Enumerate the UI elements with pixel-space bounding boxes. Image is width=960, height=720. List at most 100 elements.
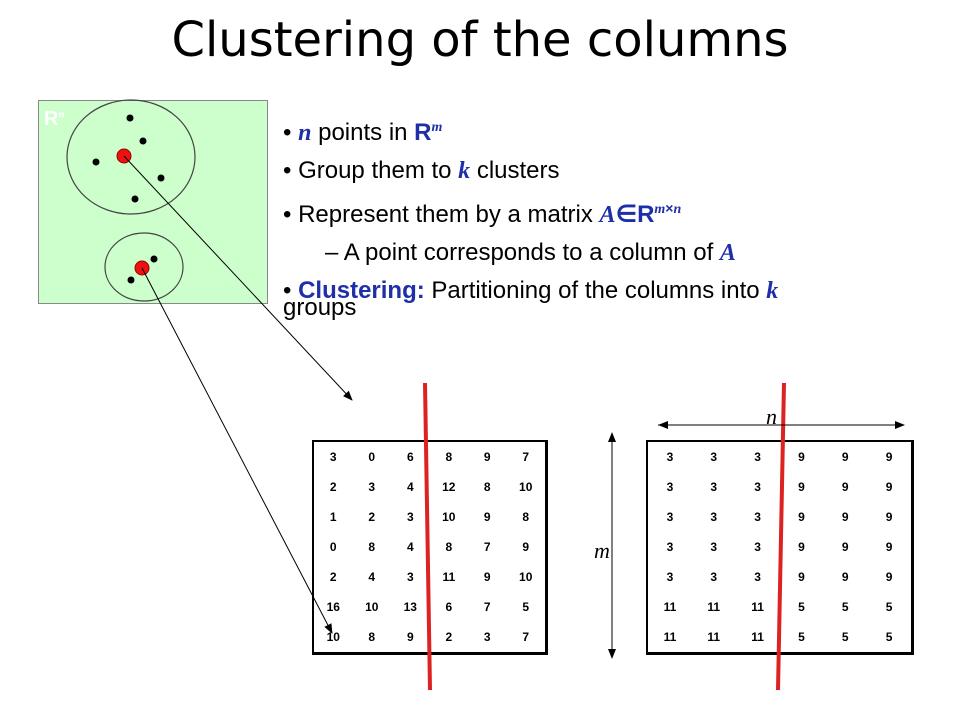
matrix-cell: 8 bbox=[368, 540, 376, 554]
matrix-cell: 9 bbox=[798, 510, 805, 524]
matrix-cell: 5 bbox=[798, 630, 805, 644]
matrix-cell: 3 bbox=[754, 510, 761, 524]
matrix-cell: 2 bbox=[445, 630, 453, 644]
bullet-list: • n points in Rm • Group them to k clust… bbox=[283, 108, 923, 310]
matrix-cell: 3 bbox=[710, 570, 718, 584]
matrix-cell: 9 bbox=[522, 540, 530, 554]
matrix-cell: 6 bbox=[445, 600, 453, 614]
matrix-cell: 16 bbox=[326, 600, 340, 614]
matrix-cell: 3 bbox=[666, 540, 674, 554]
matrix-cell: 8 bbox=[368, 630, 376, 644]
matrix-cell: 10 bbox=[519, 480, 533, 494]
matrix-cell: 11 bbox=[442, 570, 456, 584]
matrix-cell: 9 bbox=[885, 510, 893, 524]
point bbox=[92, 158, 100, 166]
bullet-3: • Represent them by a matrix A∈Rm×n bbox=[283, 200, 682, 228]
n-arrow-left-head bbox=[658, 421, 668, 429]
matrix-cell: 2 bbox=[329, 570, 337, 584]
matrix-cell: 3 bbox=[710, 480, 718, 494]
bullet-4-continuation: groups bbox=[283, 294, 357, 321]
matrix-cell: 13 bbox=[403, 600, 417, 614]
matrix-cell: 9 bbox=[841, 570, 849, 584]
matrix-cell: 4 bbox=[406, 480, 414, 494]
matrix-cell: 9 bbox=[885, 540, 893, 554]
matrix-cell: 2 bbox=[329, 480, 337, 494]
matrix-cell: 3 bbox=[666, 510, 674, 524]
arrow-centroid-2 bbox=[141, 267, 333, 634]
matrix-cell: 0 bbox=[329, 540, 337, 554]
matrix-cell: 3 bbox=[710, 540, 718, 554]
arrow-centroid-1 bbox=[123, 155, 353, 401]
matrix-cell: 10 bbox=[519, 570, 533, 584]
matrix-cell: 9 bbox=[798, 450, 805, 464]
matrix-cell: 3 bbox=[754, 540, 761, 554]
matrix-cell: 11 bbox=[707, 600, 721, 614]
matrix-cell: 9 bbox=[798, 570, 805, 584]
matrix-cell: 9 bbox=[798, 480, 805, 494]
table-row: 3 3 3 9 9 9 bbox=[647, 472, 913, 502]
matrix-cell: 9 bbox=[841, 480, 849, 494]
cluster-2-ellipse bbox=[104, 232, 184, 302]
matrix-cell: 11 bbox=[663, 600, 677, 614]
matrix-cell: 3 bbox=[368, 480, 376, 494]
matrix-cell: 0 bbox=[368, 450, 376, 464]
matrix-cell: 3 bbox=[666, 480, 674, 494]
matrix-cell: 9 bbox=[885, 480, 893, 494]
columns-dimension-label: n bbox=[766, 404, 777, 429]
matrix-cell: 6 bbox=[406, 450, 414, 464]
matrix-cell: 9 bbox=[885, 570, 893, 584]
matrix-cell: 9 bbox=[483, 450, 491, 464]
m-arrow-bottom-head bbox=[608, 649, 616, 659]
table-row: 2 3 4 12 8 10 bbox=[313, 472, 547, 502]
matrix-cell: 8 bbox=[445, 450, 453, 464]
matrix-cell: 3 bbox=[406, 510, 414, 524]
matrix-cell: 3 bbox=[754, 570, 761, 584]
matrix-cell: 8 bbox=[522, 510, 530, 524]
matrix-cell: 12 bbox=[442, 480, 456, 494]
matrix-cell: 3 bbox=[710, 450, 718, 464]
matrix-cell: 5 bbox=[885, 600, 893, 614]
matrix-cell: 5 bbox=[841, 630, 849, 644]
matrix-cell: 11 bbox=[707, 630, 721, 644]
matrix-cell: 3 bbox=[329, 450, 337, 464]
bullet-1: • n points in Rm bbox=[283, 119, 443, 146]
matrix-cell: 9 bbox=[841, 450, 849, 464]
slide-title: Clustering of the columns bbox=[171, 12, 789, 68]
matrix-cell: 7 bbox=[522, 630, 530, 644]
matrix-cell: 3 bbox=[754, 480, 761, 494]
matrix-cell: 7 bbox=[483, 600, 491, 614]
cluster-1-ellipse bbox=[66, 99, 196, 215]
matrix-cell: 11 bbox=[751, 600, 764, 614]
matrix-cell: 5 bbox=[522, 600, 530, 614]
bullet-2: • Group them to k clusters bbox=[283, 157, 560, 184]
matrix-cell: 3 bbox=[666, 450, 674, 464]
matrix-cell: 9 bbox=[798, 540, 805, 554]
matrix-cell: 4 bbox=[368, 570, 376, 584]
matrix-cell: 3 bbox=[406, 570, 414, 584]
matrix-cell: 8 bbox=[445, 540, 453, 554]
point bbox=[127, 276, 135, 284]
matrix-cell: 10 bbox=[365, 600, 379, 614]
space-label: Rn bbox=[44, 108, 65, 130]
matrix-cell: 8 bbox=[483, 480, 491, 494]
sub-bullet: – A point corresponds to a column of A bbox=[325, 239, 736, 266]
matrix-cell: 5 bbox=[798, 600, 805, 614]
matrix-cell: 9 bbox=[406, 630, 414, 644]
matrix-cell: 9 bbox=[841, 510, 849, 524]
point bbox=[131, 195, 139, 203]
matrix-cell: 9 bbox=[885, 450, 893, 464]
matrix-cell: 3 bbox=[483, 630, 491, 644]
matrix-cell: 1 bbox=[329, 510, 337, 524]
point bbox=[150, 255, 158, 263]
matrix-cell: 2 bbox=[368, 510, 376, 524]
point bbox=[157, 174, 165, 182]
